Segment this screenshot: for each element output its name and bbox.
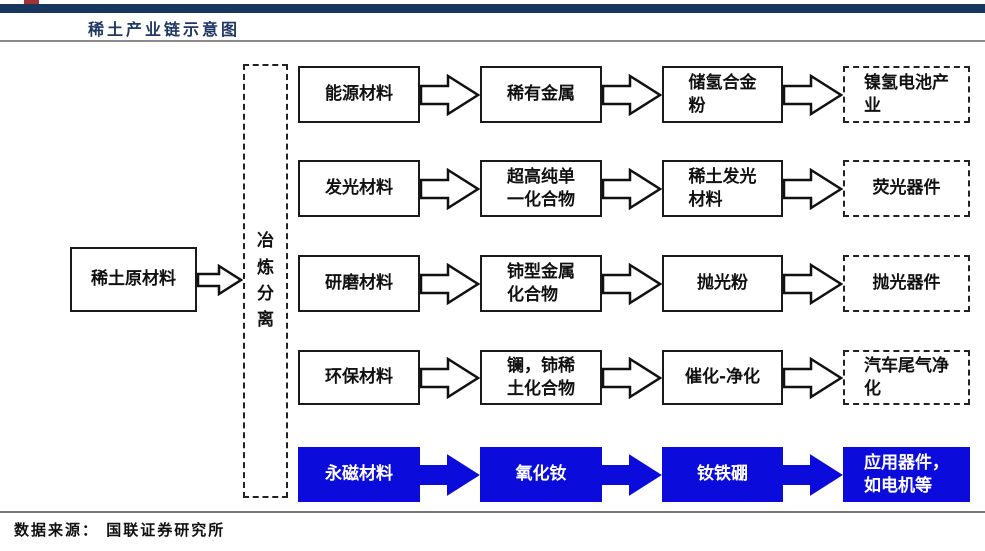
product-node: 钕铁硼 — [662, 447, 783, 502]
application-node: 荧光器件 — [843, 160, 970, 217]
product-node: 抛光粉 — [662, 255, 783, 312]
flow-arrow-icon — [420, 262, 480, 306]
flow-arrow-icon — [602, 167, 662, 211]
flow-arrow-icon — [602, 262, 662, 306]
flow-arrow-icon — [420, 356, 480, 400]
header-bar — [0, 4, 985, 13]
raw-material-node: 稀土原材料 — [70, 247, 197, 312]
intermediate-node: 铈型金属 化合物 — [480, 255, 602, 312]
product-node: 稀土发光 材料 — [662, 160, 783, 217]
flow-arrow-icon — [197, 263, 243, 297]
material-node: 发光材料 — [298, 160, 420, 217]
flow-arrow-icon — [602, 356, 662, 400]
flow-arrow-icon — [783, 262, 843, 306]
application-node: 汽车尾气净 化 — [843, 350, 970, 405]
flow-arrow-icon — [420, 167, 480, 211]
data-source-text: 数据来源： 国联证券研究所 — [14, 521, 226, 539]
flow-arrow-icon — [420, 73, 480, 117]
page-title: 稀土产业链示意图 — [88, 20, 241, 39]
flow-arrow-icon — [783, 73, 843, 117]
intermediate-node: 氧化钕 — [480, 447, 602, 502]
material-node: 研磨材料 — [298, 255, 420, 312]
material-node: 永磁材料 — [298, 447, 420, 502]
intermediate-node: 超高纯单 一化合物 — [480, 160, 602, 217]
intermediate-node: 稀有金属 — [480, 66, 602, 123]
application-node: 抛光器件 — [843, 255, 970, 312]
flow-arrow-icon — [420, 454, 480, 496]
footer-divider — [0, 511, 985, 513]
logo-fragment — [24, 0, 39, 4]
application-node: 镍氢电池产 业 — [843, 66, 970, 123]
flow-arrow-icon — [602, 73, 662, 117]
flow-arrow-icon — [783, 454, 843, 496]
smelting-separation-node: 冶炼分离 — [243, 64, 288, 498]
application-node: 应用器件， 如电机等 — [843, 447, 970, 502]
material-node: 能源材料 — [298, 66, 420, 123]
flow-arrow-icon — [602, 454, 662, 496]
material-node: 环保材料 — [298, 350, 420, 405]
smelting-separation-label: 冶炼分离 — [257, 231, 274, 331]
intermediate-node: 镧，铈稀 土化合物 — [480, 350, 602, 405]
product-node: 储氢合金 粉 — [662, 66, 783, 123]
title-divider — [0, 40, 985, 42]
flow-arrow-icon — [783, 356, 843, 400]
flow-arrow-icon — [783, 167, 843, 211]
product-node: 催化-净化 — [662, 350, 783, 405]
